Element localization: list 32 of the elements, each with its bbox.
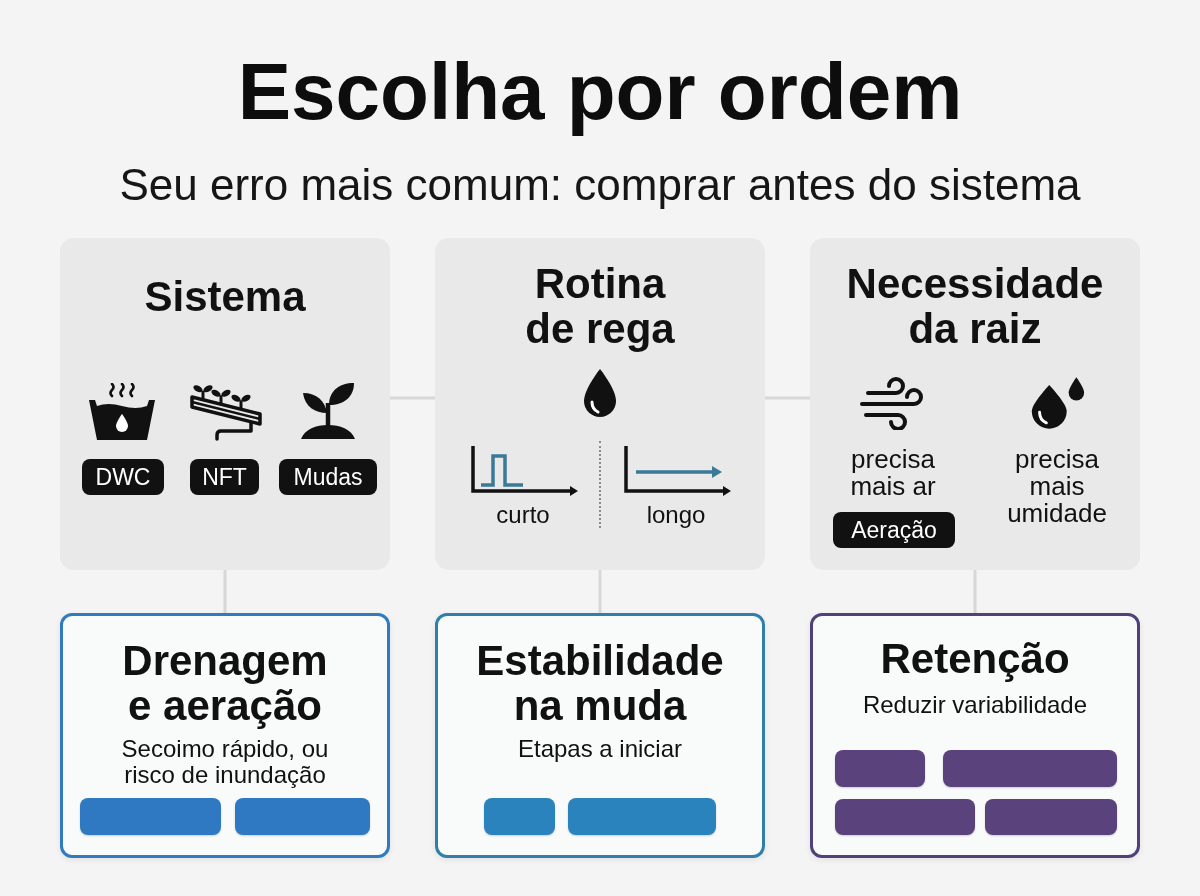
description-text: Reduzir variabilidade	[861, 692, 1089, 718]
heading-text: Drenagem e aeração	[121, 638, 329, 728]
placeholder-bar	[835, 750, 925, 787]
outcome-card	[435, 613, 765, 858]
placeholder-bar	[484, 798, 555, 835]
placeholder-bar	[943, 750, 1117, 787]
heading-text: Sistema	[143, 274, 307, 319]
category-panel	[60, 238, 390, 570]
outcome-card	[810, 613, 1140, 858]
placeholder-bar	[985, 799, 1117, 835]
heading-text: Retenção	[879, 636, 1071, 681]
heading-text: Estabilidade na muda	[475, 638, 725, 728]
description-text: Secoimo rápido, ou risco de inundação	[120, 736, 330, 788]
category-tag: DWC	[82, 459, 164, 495]
chart-caption: longo	[645, 502, 707, 528]
placeholder-bar	[568, 798, 716, 835]
placeholder-bar	[235, 798, 370, 835]
description-text: Etapas a iniciar	[516, 736, 684, 762]
need-caption: precisa mais umidade	[1006, 446, 1108, 527]
category-tag: NFT	[190, 459, 259, 495]
outcome-card	[60, 613, 390, 858]
category-tag: Mudas	[279, 459, 377, 495]
need-caption: precisa mais ar	[849, 446, 937, 500]
category-tag: Aeração	[833, 512, 955, 548]
page-subtitle: Seu erro mais comum: comprar antes do sistema	[119, 163, 1081, 207]
placeholder-bar	[80, 798, 221, 835]
chart-caption: curto	[495, 502, 551, 528]
heading-text: Necessidade da raiz	[845, 261, 1105, 351]
placeholder-bar	[835, 799, 975, 835]
category-panel	[435, 238, 765, 570]
category-panel	[810, 238, 1140, 570]
heading-text: Rotina de rega	[524, 261, 676, 351]
